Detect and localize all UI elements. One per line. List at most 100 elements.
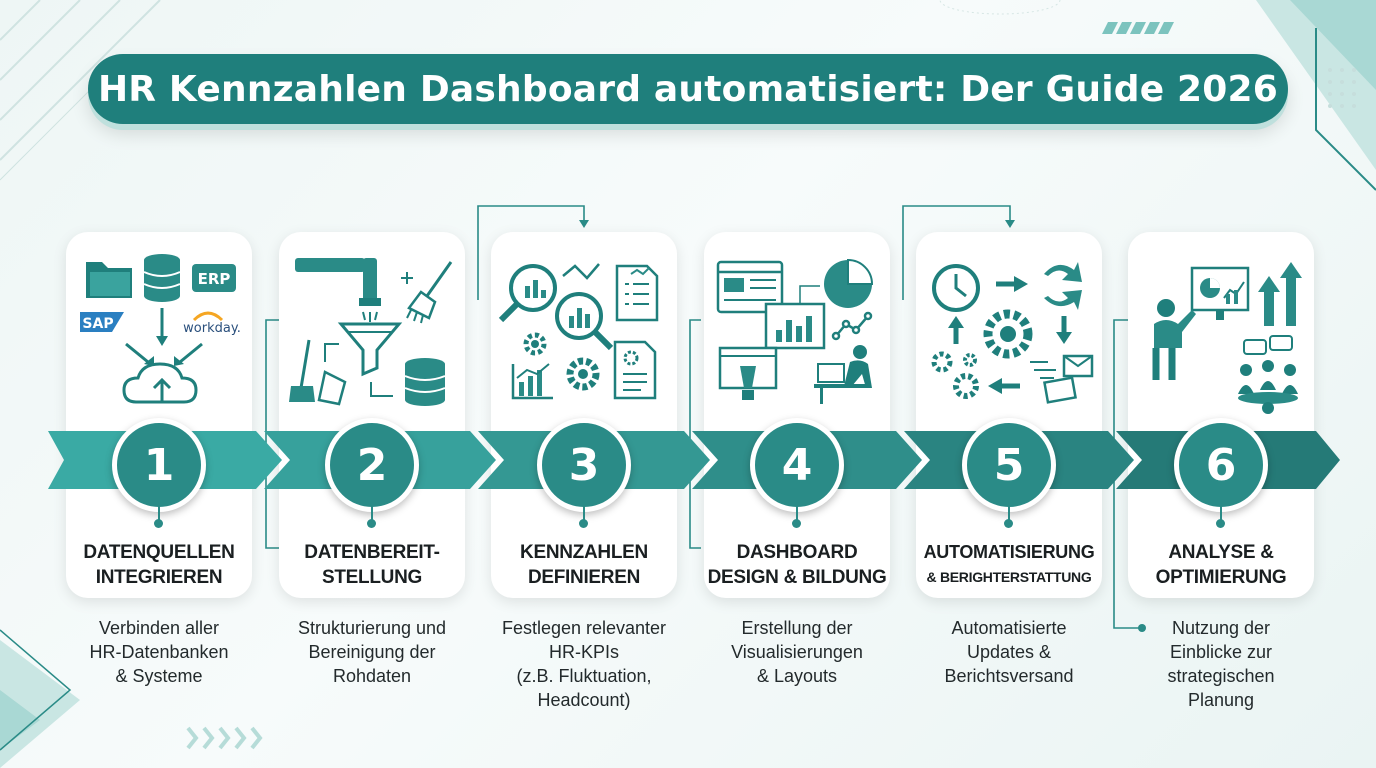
step-2-desc-line: Rohdaten bbox=[332, 666, 412, 686]
bar-chart-window-icon bbox=[764, 302, 826, 350]
step-6-desc-line: Nutzung der bbox=[1171, 618, 1271, 638]
step-4-dot bbox=[792, 519, 801, 528]
funnel-icon bbox=[337, 322, 403, 377]
step-5-stem bbox=[1008, 506, 1010, 524]
step-card-3: KENNZAHLEN DEFINIEREN bbox=[491, 232, 677, 598]
gear-icon bbox=[566, 357, 600, 391]
gear-icon bbox=[983, 309, 1033, 359]
broom-dustpan-icon bbox=[289, 339, 347, 406]
step-5-description: Automatisierte Updates & Berichtsversand bbox=[906, 616, 1112, 688]
step-2-illustration bbox=[289, 258, 453, 406]
gear-icon bbox=[523, 332, 547, 356]
pipe-icon bbox=[295, 258, 381, 306]
step-5-label-line2: & BERIGHTERSTATTUNG bbox=[926, 569, 1092, 585]
step-2-stem bbox=[371, 506, 373, 524]
step-5-label-line1: AUTOMATISIERUNG bbox=[923, 542, 1095, 562]
step-6-stem bbox=[1220, 506, 1222, 524]
step-1-label: DATENQUELLEN INTEGRIEREN bbox=[66, 540, 252, 590]
step-4-illustration bbox=[716, 258, 874, 404]
step-card-1: ERP SAP workday. DATENQUELLEN INTEGRIERE… bbox=[66, 232, 252, 598]
step-5-label: AUTOMATISIERUNG & BERIGHTERSTATTUNG bbox=[916, 540, 1102, 590]
step-4-desc-line: & Layouts bbox=[756, 666, 838, 686]
bar-chart-icon bbox=[511, 363, 553, 400]
step-4-description: Erstellung der Visualisierungen & Layout… bbox=[694, 616, 900, 688]
step-2-desc-line: Bereinigung der bbox=[308, 642, 436, 662]
step-6-label: ANALYSE & OPTIMIERUNG bbox=[1128, 540, 1314, 590]
step-6-illustration bbox=[1152, 262, 1302, 414]
step-card-2: DATENBEREIT- STELLUNG bbox=[279, 232, 465, 598]
step-4-label: DASHBOARD DESIGN & BILDUNG bbox=[704, 540, 890, 590]
step-1-desc-line: HR-Datenbanken bbox=[89, 642, 229, 662]
arrow-left-icon bbox=[988, 378, 1020, 394]
arrow-down-icon bbox=[1056, 316, 1072, 344]
database-icon bbox=[404, 358, 446, 406]
step-4-number: 4 bbox=[750, 418, 844, 512]
step-6-number: 6 bbox=[1174, 418, 1268, 512]
step-1-illustration: ERP SAP workday. bbox=[80, 254, 241, 404]
step-1-dot bbox=[154, 519, 163, 528]
step-5-desc-line: Automatisierte bbox=[951, 618, 1067, 638]
document-icon bbox=[613, 340, 657, 400]
step-5-number: 5 bbox=[962, 418, 1056, 512]
page-title: HR Kennzahlen Dashboard automatisiert: D… bbox=[97, 68, 1279, 110]
magnifier-chart-icon bbox=[498, 264, 557, 323]
arrow-up-icon bbox=[948, 316, 964, 344]
step-3-illustration bbox=[498, 263, 659, 400]
workday-logo: workday. bbox=[183, 311, 241, 336]
step-card-4: DASHBOARD DESIGN & BILDUNG bbox=[704, 232, 890, 598]
step-5-desc-line: Updates & bbox=[966, 642, 1052, 662]
step-4-desc-line: Visualisierungen bbox=[731, 642, 863, 662]
step-6-label-line2: OPTIMIERUNG bbox=[1155, 567, 1287, 588]
step-6-dot bbox=[1216, 519, 1225, 528]
folder-icon bbox=[86, 262, 132, 298]
sap-text: SAP bbox=[82, 316, 113, 332]
envelope-icon bbox=[1030, 354, 1094, 404]
erp-icon: ERP bbox=[192, 264, 236, 292]
step-6-desc-line: Planung bbox=[1187, 690, 1255, 710]
document-icon bbox=[615, 264, 659, 322]
step-2-label: DATENBEREIT- STELLUNG bbox=[279, 540, 465, 590]
browser-icon bbox=[716, 260, 784, 314]
arrow-right-icon bbox=[996, 276, 1028, 292]
step-card-6: ANALYSE & OPTIMIERUNG bbox=[1128, 232, 1314, 598]
step-4-desc-line: Erstellung der bbox=[741, 618, 853, 638]
sparkle-icon bbox=[401, 272, 413, 284]
magnifier-chart-icon bbox=[555, 292, 614, 351]
line-chart-icon bbox=[831, 311, 873, 341]
step-3-label: KENNZAHLEN DEFINIEREN bbox=[491, 540, 677, 590]
step-2-label-line2: STELLUNG bbox=[322, 567, 422, 588]
step-2-label-line1: DATENBEREIT- bbox=[304, 542, 440, 563]
step-4-label-line2: DESIGN & BILDUNG bbox=[707, 567, 887, 588]
step-5-illustration bbox=[931, 262, 1094, 404]
step-3-desc-line: Headcount) bbox=[537, 690, 631, 710]
step-3-number: 3 bbox=[537, 418, 631, 512]
step-6-desc-line: strategischen bbox=[1167, 666, 1275, 686]
step-card-5: AUTOMATISIERUNG & BERIGHTERSTATTUNG bbox=[916, 232, 1102, 598]
step-3-desc-line: (z.B. Fluktuation, bbox=[516, 666, 652, 686]
step-2-desc-line: Strukturierung und bbox=[297, 618, 447, 638]
step-4-label-line1: DASHBOARD bbox=[736, 542, 858, 563]
step-3-stem bbox=[583, 506, 585, 524]
step-1-label-line1: DATENQUELLEN bbox=[83, 542, 235, 563]
process-band bbox=[48, 431, 1340, 489]
title-banner: HR Kennzahlen Dashboard automatisiert: D… bbox=[88, 54, 1288, 124]
step-1-desc-line: Verbinden aller bbox=[98, 618, 220, 638]
workday-text: workday. bbox=[183, 321, 241, 336]
step-5-dot bbox=[1004, 519, 1013, 528]
team-meeting-icon bbox=[1238, 335, 1298, 414]
pie-chart-icon bbox=[824, 258, 874, 308]
step-1-number: 1 bbox=[112, 418, 206, 512]
step-1-stem bbox=[158, 506, 160, 524]
step-3-label-line2: DEFINIEREN bbox=[527, 567, 641, 588]
presenter-icon bbox=[1152, 266, 1250, 380]
step-3-desc-line: Festlegen relevanter bbox=[501, 618, 667, 638]
step-2-description: Strukturierung und Bereinigung der Rohda… bbox=[269, 616, 475, 688]
step-6-description: Nutzung der Einblicke zur strategischen … bbox=[1118, 616, 1324, 712]
step-5-desc-line: Berichtsversand bbox=[944, 666, 1074, 686]
step-3-label-line1: KENNZAHLEN bbox=[520, 542, 648, 563]
step-3-description: Festlegen relevanter HR-KPIs (z.B. Flukt… bbox=[481, 616, 687, 712]
step-1-desc-line: & Systeme bbox=[115, 666, 203, 686]
step-1-description: Verbinden aller HR-Datenbanken & Systeme bbox=[56, 616, 262, 688]
database-icon bbox=[143, 254, 181, 302]
